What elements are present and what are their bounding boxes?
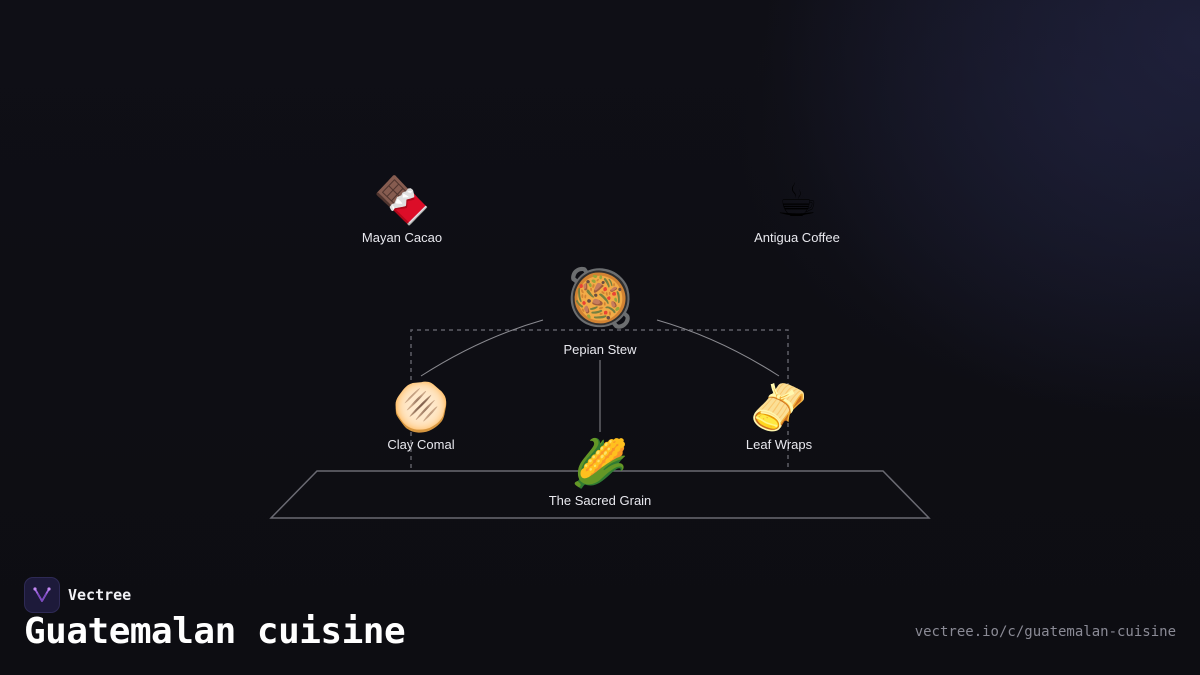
node-label: Leaf Wraps — [745, 437, 813, 452]
brand-name: Vectree — [68, 586, 132, 604]
node-label: Pepian Stew — [563, 342, 637, 357]
edge-stew-to-wraps — [656, 319, 780, 377]
base-platform — [269, 470, 931, 519]
node-label: The Sacred Grain — [548, 493, 652, 508]
node-mayan-cacao[interactable]: 🍫 Mayan Cacao — [312, 172, 492, 245]
page-url[interactable]: vectree.io/c/guatemalan-cuisine — [914, 624, 1176, 640]
corn-icon: 🌽 — [571, 436, 629, 490]
tamale-icon: 🫔 — [750, 380, 808, 434]
node-label: Mayan Cacao — [361, 230, 443, 245]
page-title: Guatemalan cuisine — [24, 611, 406, 652]
node-pepian-stew[interactable]: 🥘 Pepian Stew — [510, 266, 690, 357]
node-sacred-grain[interactable]: 🌽 The Sacred Grain — [510, 435, 690, 508]
brand: Vectree — [24, 577, 131, 613]
node-label: Antigua Coffee — [754, 230, 840, 245]
vectree-logo-icon — [24, 577, 60, 613]
edge-stew-to-comal — [420, 319, 544, 377]
node-antigua-coffee[interactable]: ☕ Antigua Coffee — [707, 172, 887, 245]
chocolate-icon: 🍫 — [373, 173, 431, 227]
flatbread-icon: 🫓 — [392, 380, 450, 434]
node-label: Clay Comal — [387, 437, 455, 452]
coffee-icon: ☕ — [776, 173, 818, 227]
dashed-frame — [410, 329, 789, 468]
stew-pan-icon: 🥘 — [565, 266, 635, 331]
node-clay-comal[interactable]: 🫓 Clay Comal — [331, 379, 511, 452]
node-leaf-wraps[interactable]: 🫔 Leaf Wraps — [689, 379, 869, 452]
